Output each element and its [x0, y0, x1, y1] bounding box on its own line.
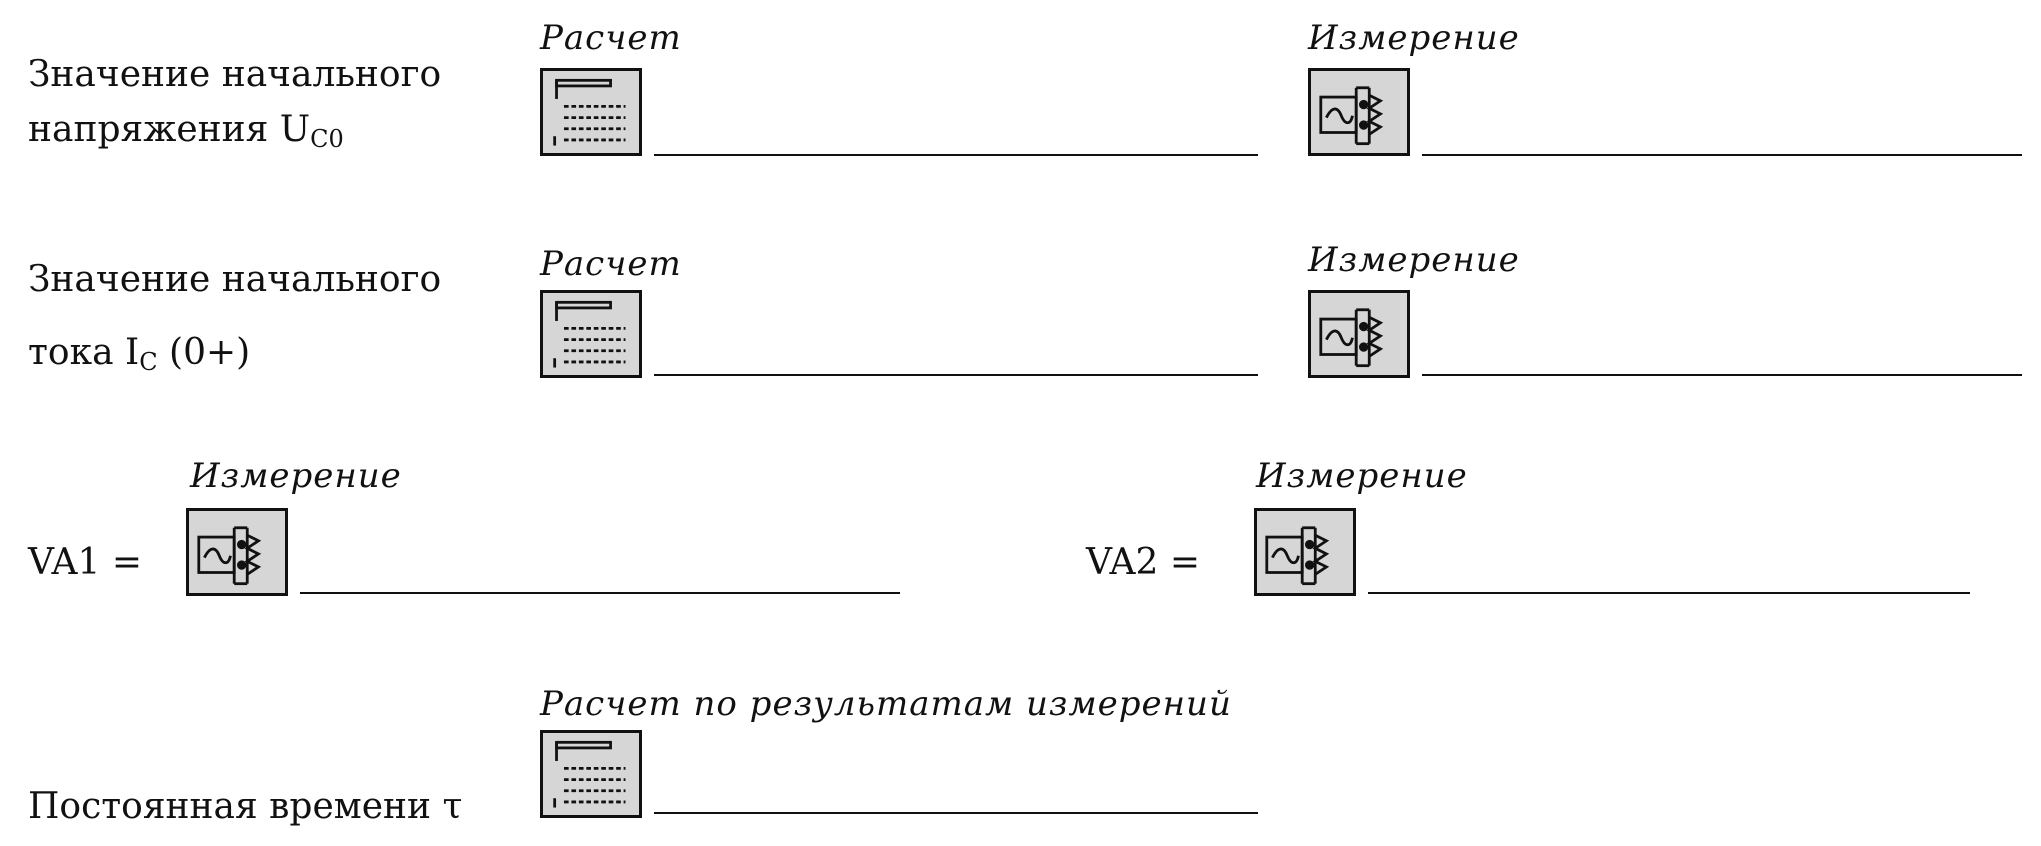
- multimeter-icon[interactable]: [1308, 68, 1410, 156]
- ic0-label-line1: Значение начального: [28, 259, 442, 300]
- calculator-icon[interactable]: [540, 290, 642, 378]
- tau-caption: Расчет по результатам измерений: [540, 684, 1232, 724]
- tau-answer-line[interactable]: [654, 812, 1258, 814]
- va2-answer-line[interactable]: [1368, 592, 1970, 594]
- multimeter-icon[interactable]: [186, 508, 288, 596]
- va2-label: VA2 =: [1086, 542, 1201, 583]
- ic0-calc-answer-line[interactable]: [654, 374, 1258, 376]
- ic0-calc-caption: Расчет: [540, 244, 682, 284]
- uc0-calc-caption: Расчет: [540, 18, 682, 58]
- va1-caption: Измерение: [190, 456, 402, 496]
- uc0-calc-answer-line[interactable]: [654, 154, 1258, 156]
- multimeter-icon[interactable]: [1254, 508, 1356, 596]
- uc0-label-line2: напряжения UC0: [28, 109, 344, 153]
- va1-label: VA1 =: [28, 542, 143, 583]
- va2-caption: Измерение: [1256, 456, 1468, 496]
- va1-answer-line[interactable]: [300, 592, 900, 594]
- uc0-meas-answer-line[interactable]: [1422, 154, 2022, 156]
- uc0-meas-caption: Измерение: [1308, 18, 1520, 58]
- tau-label: Постоянная времени τ: [28, 786, 463, 827]
- ic0-meas-caption: Измерение: [1308, 240, 1520, 280]
- calculator-icon[interactable]: [540, 730, 642, 818]
- ic0-label-line2: тока IC (0+): [28, 332, 251, 376]
- multimeter-icon[interactable]: [1308, 290, 1410, 378]
- uc0-label-line1: Значение начального: [28, 54, 442, 95]
- calculator-icon[interactable]: [540, 68, 642, 156]
- ic0-meas-answer-line[interactable]: [1422, 374, 2022, 376]
